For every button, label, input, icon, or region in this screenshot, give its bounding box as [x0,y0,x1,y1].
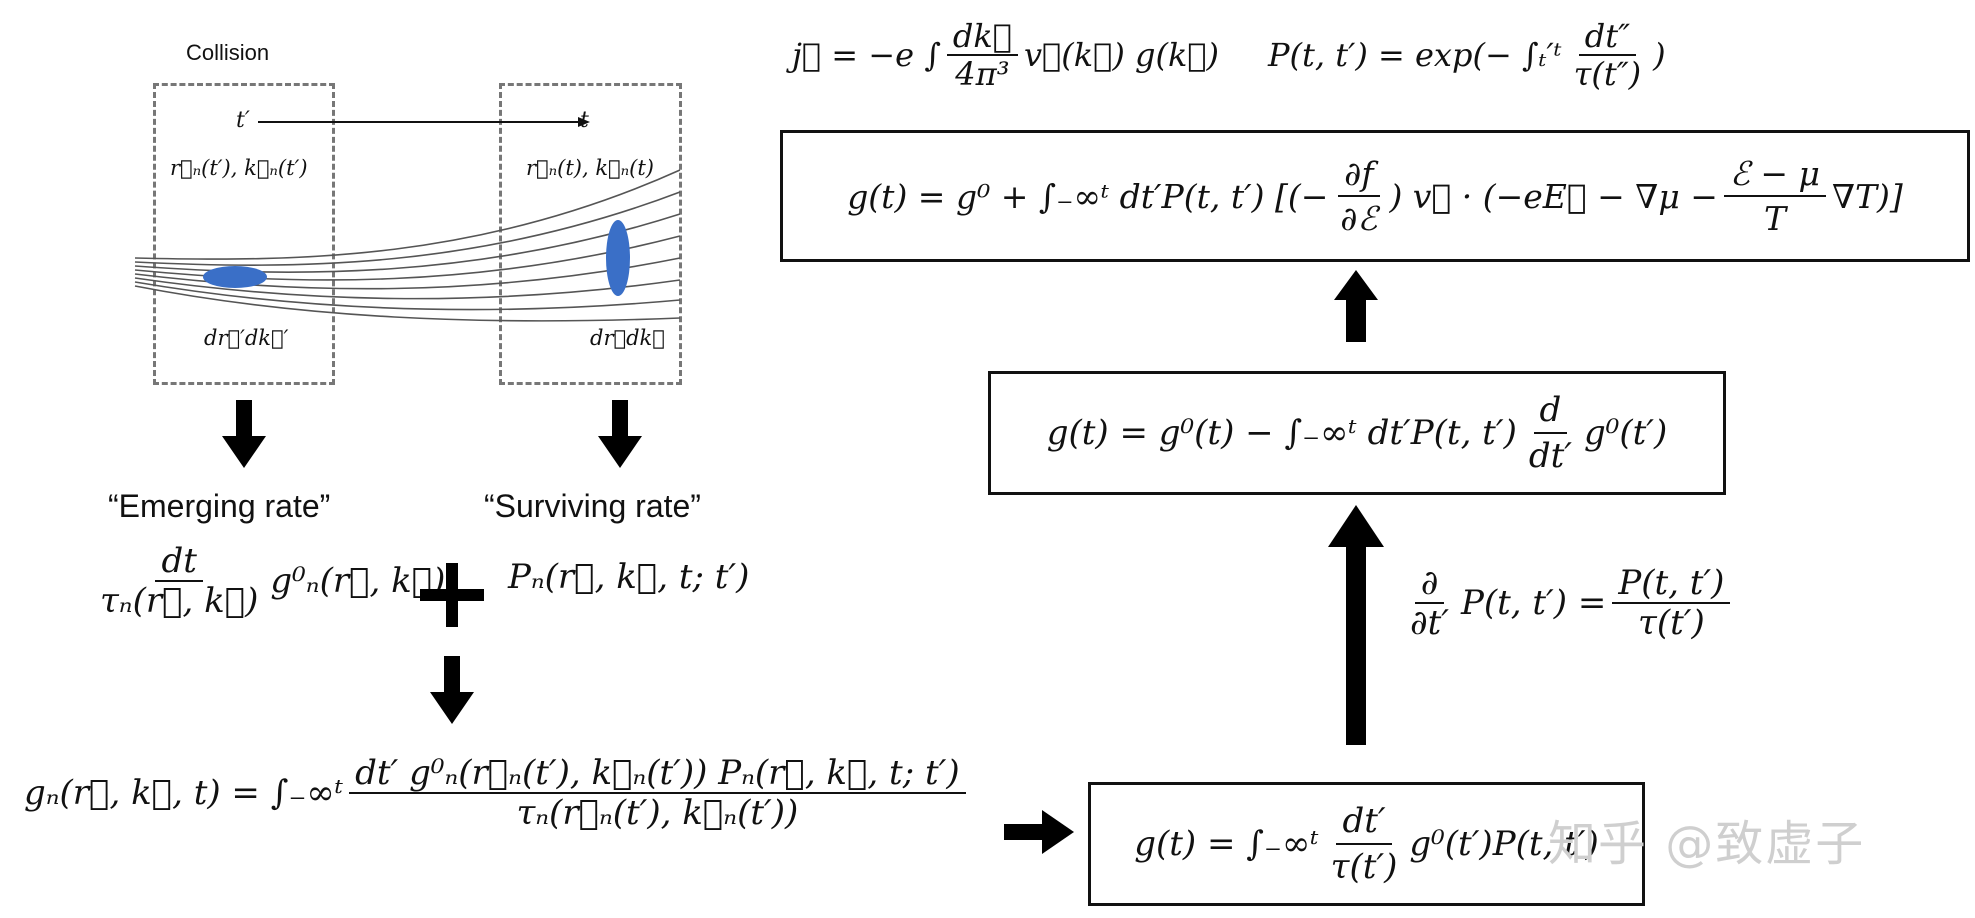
g-box-top-num2: ℰ − μ [1723,154,1826,197]
current-eq-num: dk⃗ [946,20,1018,56]
gn-equation: gₙ(r⃗, k⃗, t) = ∫₋∞ᵗ dt′ g⁰ₙ(r⃗ₙ(t′), k⃗… [24,756,972,830]
derivative-lhs-num: ∂ [1414,566,1445,604]
watermark: 知乎 @致虚子 [1548,816,1866,872]
p-def-lhs: P(t, t′) = exp(− ∫ₜ′ᵗ [1268,36,1562,74]
plus-sign [420,563,484,627]
g-box-top-den2: T [1763,199,1786,238]
gn-equation-lhs: gₙ(r⃗, k⃗, t) = ∫₋∞ᵗ [24,773,344,813]
down-arrow-right [598,400,642,468]
right-volume-label: dr⃗dk⃗ [590,326,665,350]
g-box-top-tail: ∇T)] [1832,176,1903,216]
g-box-bottom-tail: g⁰(t′)P(t, t′) [1409,824,1599,864]
p-def-num: dt″ [1578,20,1637,56]
current-equation: j⃗ = −e ∫ dk⃗ 4π³ v⃗(k⃗) g(k⃗) [792,20,1219,90]
emerging-rate-den: τₙ(r⃗, k⃗) [100,581,259,621]
g-box-top-num1: ∂f [1338,154,1380,197]
gn-equation-den: τₙ(r⃗ₙ(t′), k⃗ₙ(t′)) [516,793,799,833]
g-box-top-lhs: g(t) = g⁰ + ∫₋∞ᵗ dt′P(t, t′) [(− [847,176,1329,216]
g-box-bottom-num: dt′ [1336,801,1392,845]
g-box-top-den1: ∂ℰ [1340,199,1378,238]
g-box-middle-den: dt′ [1528,436,1572,476]
surviving-rate-equation: Pₙ(r⃗, k⃗, t; t′) [508,557,750,597]
p-def-den: τ(t″) [1573,55,1642,93]
surviving-rate-label: “Surviving rate” [484,488,701,524]
trajectory-bundle [134,169,681,322]
emerging-rate-num: dt [155,544,203,582]
down-arrow-left [222,400,266,468]
g-box-middle: g(t) = g⁰(t) − ∫₋∞ᵗ dt′P(t, t′) d dt′ g⁰… [988,371,1726,495]
derivative-relation: ∂ ∂t′ P(t, t′) = P(t, t′) τ(t′) [1404,566,1736,640]
derivative-lhs-den: ∂t′ [1410,603,1449,643]
current-eq-tail: v⃗(k⃗) g(k⃗) [1023,36,1220,74]
p-definition-equation: P(t, t′) = exp(− ∫ₜ′ᵗ dt″ τ(t″) ) [1268,20,1666,90]
g-box-top: g(t) = g⁰ + ∫₋∞ᵗ dt′P(t, t′) [(− ∂f ∂ℰ )… [780,130,1970,262]
left-state-label: r⃗ₙ(t′), k⃗ₙ(t′) [170,156,308,180]
derivative-rhs-num: P(t, t′) [1612,566,1731,604]
g-box-top-mid: ) v⃗ · (−eE⃗ − ∇μ − [1389,176,1718,216]
down-arrow-center [430,656,474,724]
collision-label: Collision [186,40,270,65]
emerging-rate-tail: g⁰ₙ(r⃗, k⃗) [270,561,446,601]
right-state-label: r⃗ₙ(t), k⃗ₙ(t) [526,156,654,180]
g-box-bottom: g(t) = ∫₋∞ᵗ dt′ τ(t′) g⁰(t′)P(t, t′) [1088,782,1645,906]
derivative-rhs-den: τ(t′) [1638,603,1705,643]
left-dashed-box [153,83,335,385]
g-box-bottom-den: τ(t′) [1330,847,1398,887]
time-start-label: t′ [236,108,250,133]
right-dashed-box [499,83,682,385]
up-arrow-short [1334,270,1378,342]
left-phase-volume-ellipse [203,266,267,288]
gn-equation-num: dt′ g⁰ₙ(r⃗ₙ(t′), k⃗ₙ(t′)) Pₙ(r⃗, k⃗, t; … [349,756,966,794]
g-box-bottom-lhs: g(t) = ∫₋∞ᵗ [1134,824,1319,864]
g-box-middle-lhs: g(t) = g⁰(t) − ∫₋∞ᵗ dt′P(t, t′) [1046,413,1517,453]
emerging-rate-equation: dt τₙ(r⃗, k⃗) g⁰ₙ(r⃗, k⃗) [94,544,445,618]
emerging-rate-label: “Emerging rate” [108,488,331,524]
p-def-tail: ) [1653,36,1666,74]
g-box-middle-num: d [1533,390,1568,434]
right-arrow [1004,810,1074,854]
g-box-middle-tail: g⁰(t′) [1583,413,1668,453]
left-volume-label: dr⃗′dk⃗′ [204,326,289,350]
derivative-mid: P(t, t′) = [1460,583,1607,623]
right-phase-volume-ellipse [606,220,630,296]
current-eq-den: 4π³ [955,55,1010,93]
up-arrow-long [1328,505,1384,745]
current-eq-lhs: j⃗ = −e ∫ [792,36,941,74]
time-end-label: t [580,108,589,133]
time-arrowhead [578,117,590,127]
trajectory-diagram [134,117,681,322]
